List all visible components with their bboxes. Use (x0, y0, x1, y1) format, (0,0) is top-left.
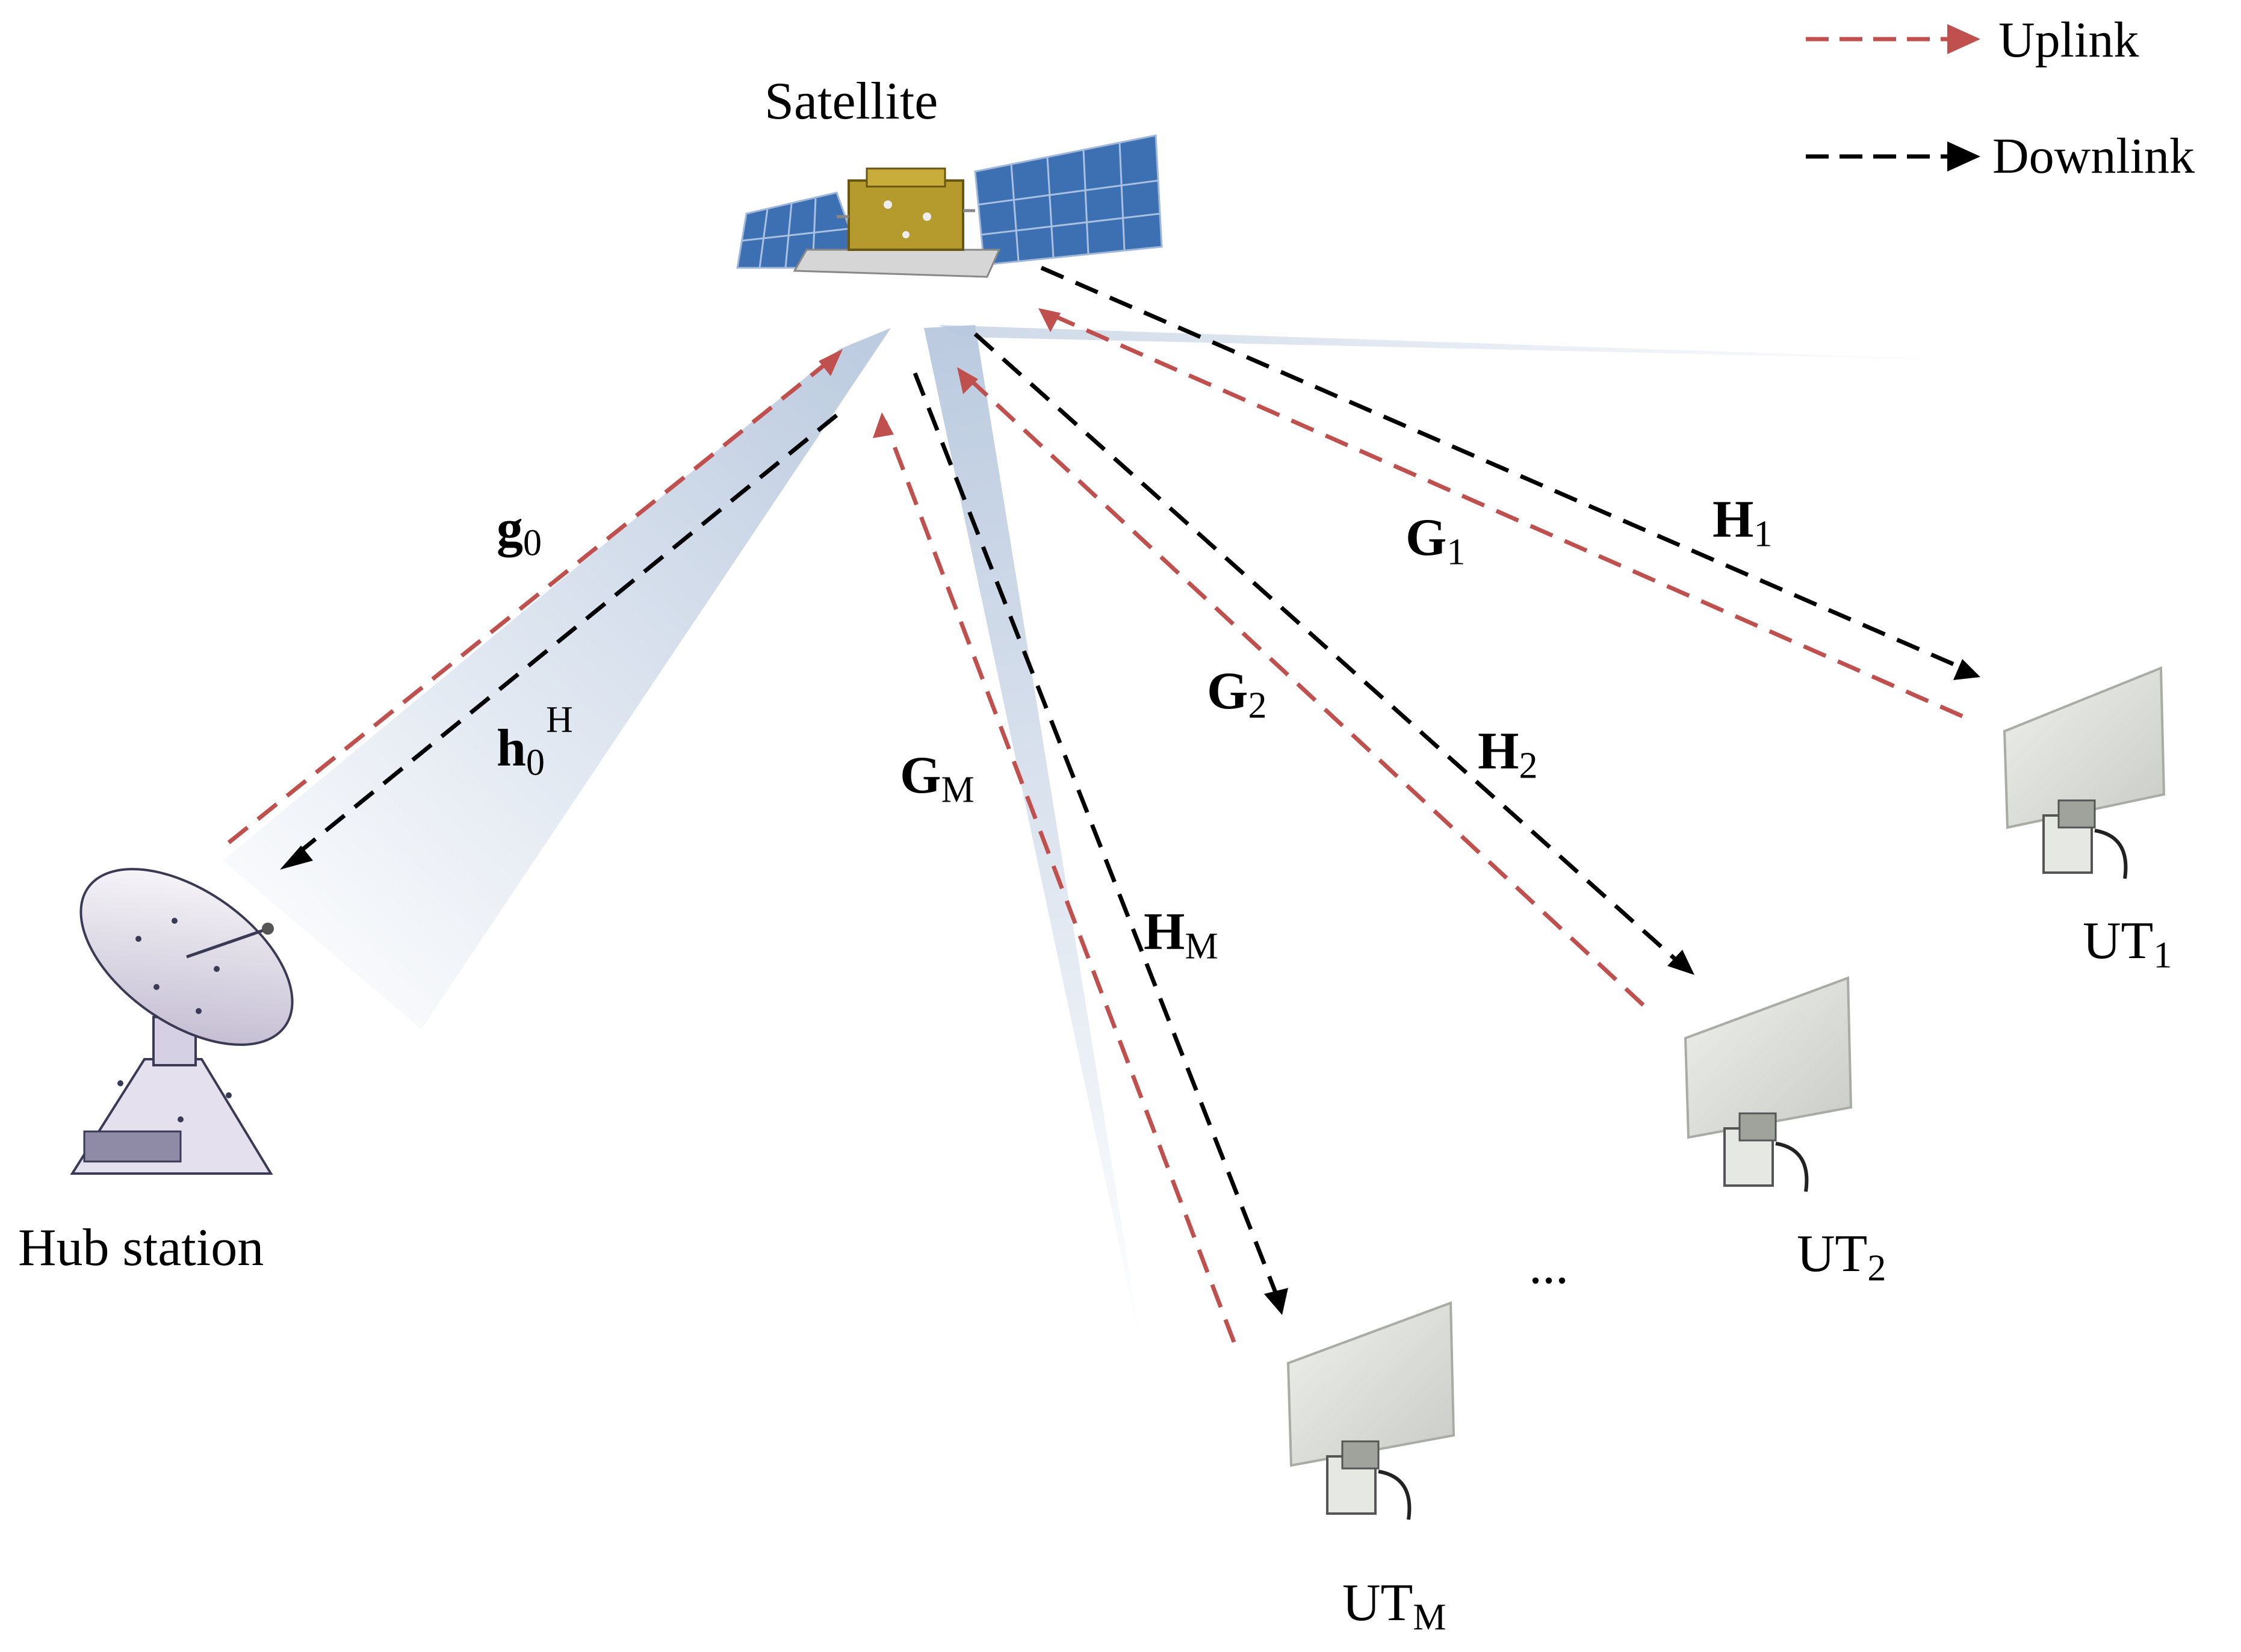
channel-g2-sub: 2 (1248, 685, 1267, 726)
ut-beam (924, 325, 1144, 1360)
channel-gm-sub: M (941, 769, 975, 811)
ut2-label-sub: 2 (1867, 1248, 1886, 1289)
uplink-arrow-utm (882, 420, 1236, 1343)
channel-g2-base: G (1207, 662, 1248, 720)
satellite-label: Satellite (764, 72, 938, 131)
utm-label-base: UT (1342, 1574, 1413, 1632)
ut1-label: UT1 (2083, 915, 2172, 974)
channel-h1-sub: 1 (1753, 513, 1773, 555)
utm-terminal-icon (1286, 1301, 1455, 1520)
channel-hm-label: HM (1144, 906, 1218, 965)
channel-g0-sub: 0 (523, 522, 542, 564)
channel-g1-base: G (1406, 509, 1447, 567)
channel-h0-base: h (497, 719, 526, 778)
downlink-arrow-hub (287, 413, 838, 862)
channel-h2-label: H2 (1478, 725, 1537, 785)
channel-gm-label: GM (900, 749, 975, 809)
ut1-label-base: UT (2083, 912, 2154, 970)
satellite-icon (736, 134, 1163, 278)
legend (1806, 24, 1980, 172)
channel-h1-base: H (1713, 490, 1754, 549)
channel-g0-label: g0 (497, 503, 542, 562)
hub-beam (223, 328, 891, 1029)
channel-h1-label: H1 (1713, 493, 1772, 553)
utm-label: UTM (1342, 1577, 1446, 1636)
channel-h2-sub: 2 (1519, 745, 1538, 787)
ut1-terminal-icon (2003, 666, 2166, 879)
channel-h0-sup: H (545, 699, 573, 740)
channel-h2-base: H (1478, 722, 1519, 781)
ut2-label: UT2 (1797, 1228, 1886, 1287)
uplink-arrow-hub (227, 353, 838, 844)
channel-g0-base: g (497, 500, 523, 558)
channel-g1-sub: 1 (1446, 531, 1466, 573)
legend-uplink-label: Uplink (1998, 12, 2139, 68)
hub-station-label: Hub station (18, 1219, 264, 1277)
uplink-arrows (227, 311, 1964, 1343)
utm-label-sub: M (1413, 1597, 1446, 1638)
ut1-label-sub: 1 (2153, 935, 2172, 976)
downlink-arrow-ut1 (1040, 265, 1964, 670)
dish-antenna-icon (70, 868, 294, 1175)
legend-uplink-arrowhead (1947, 24, 1980, 54)
channel-hm-base: H (1144, 903, 1185, 961)
downlink-arrow-utm (913, 372, 1279, 1295)
channel-hm-sub: M (1185, 926, 1218, 967)
ellipsis-label: ... (1529, 1237, 1569, 1295)
legend-downlink-label: Downlink (1992, 128, 2195, 184)
channel-h0-label: h0H (497, 701, 573, 781)
downlink-arrow-ut2 (973, 332, 1681, 965)
channel-gm-base: G (900, 746, 941, 805)
uplink-arrow-ut1 (1046, 311, 1964, 719)
ut2-terminal-icon (1684, 976, 1853, 1192)
downlink-arrows (287, 265, 1964, 1295)
uplink-arrowheads (819, 308, 1061, 438)
ut2-label-base: UT (1797, 1225, 1868, 1283)
channel-g1-label: G1 (1406, 512, 1465, 571)
uplink-arrow-ut2 (961, 371, 1645, 1007)
right-beam (939, 325, 2004, 361)
channel-h0-sub: 0 (525, 742, 545, 784)
channel-g2-label: G2 (1207, 665, 1266, 725)
downlink-arrowheads (280, 659, 1980, 1315)
legend-downlink-arrowhead (1947, 141, 1980, 172)
